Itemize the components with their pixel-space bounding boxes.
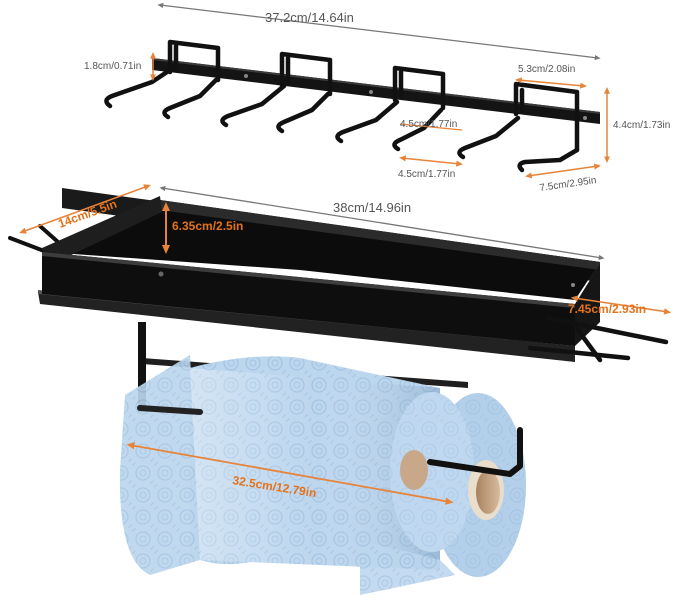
dimension-line (157, 2, 601, 61)
shelf: 14cm/5.5in 6.35cm/2.5in 38cm/14.96in 7.4… (8, 184, 672, 388)
dimension-line (399, 155, 463, 167)
screw-hole (244, 74, 248, 78)
rack-small-height-label: 1.8cm/0.71in (84, 61, 141, 72)
hook-rack: 37.2cm/14.64in 1.8cm/0.71in 5.3cm/2.08in… (84, 2, 670, 194)
rack-height-label: 4.4cm/1.73in (613, 120, 670, 131)
hook (104, 39, 221, 120)
hook (220, 51, 333, 134)
dimension-line (515, 77, 587, 89)
hook-width-label: 5.3cm/2.08in (518, 64, 575, 75)
towel-bar-right (527, 315, 669, 363)
hook-depth-label: 7.5cm/2.95in (539, 175, 597, 194)
rack-bar (152, 58, 600, 124)
dimension-line (18, 184, 152, 234)
dimension-line (159, 185, 605, 261)
shelf-length-label: 38cm/14.96in (333, 200, 411, 215)
hook (457, 81, 580, 173)
screw-hole (369, 90, 373, 94)
dimension-line (570, 295, 672, 315)
hook (335, 65, 446, 152)
holder-arm (427, 427, 523, 477)
screw-hole (583, 116, 587, 120)
dimension-line (126, 442, 454, 505)
hook-inner-label-1: 4.5cm/1.77in (400, 119, 457, 130)
shelf-height-label: 6.35cm/2.5in (172, 219, 243, 233)
dimension-line (399, 123, 463, 131)
rack-length-label: 37.2cm/14.64in (265, 10, 354, 25)
bar-length-label: 7.45cm/2.93in (568, 302, 646, 316)
rod-bracket (138, 322, 146, 412)
paper-towel-roll: 32.5cm/12.79in (119, 322, 526, 595)
hook-inner-label-2: 4.5cm/1.77in (398, 169, 455, 180)
dimension-line (525, 163, 601, 179)
